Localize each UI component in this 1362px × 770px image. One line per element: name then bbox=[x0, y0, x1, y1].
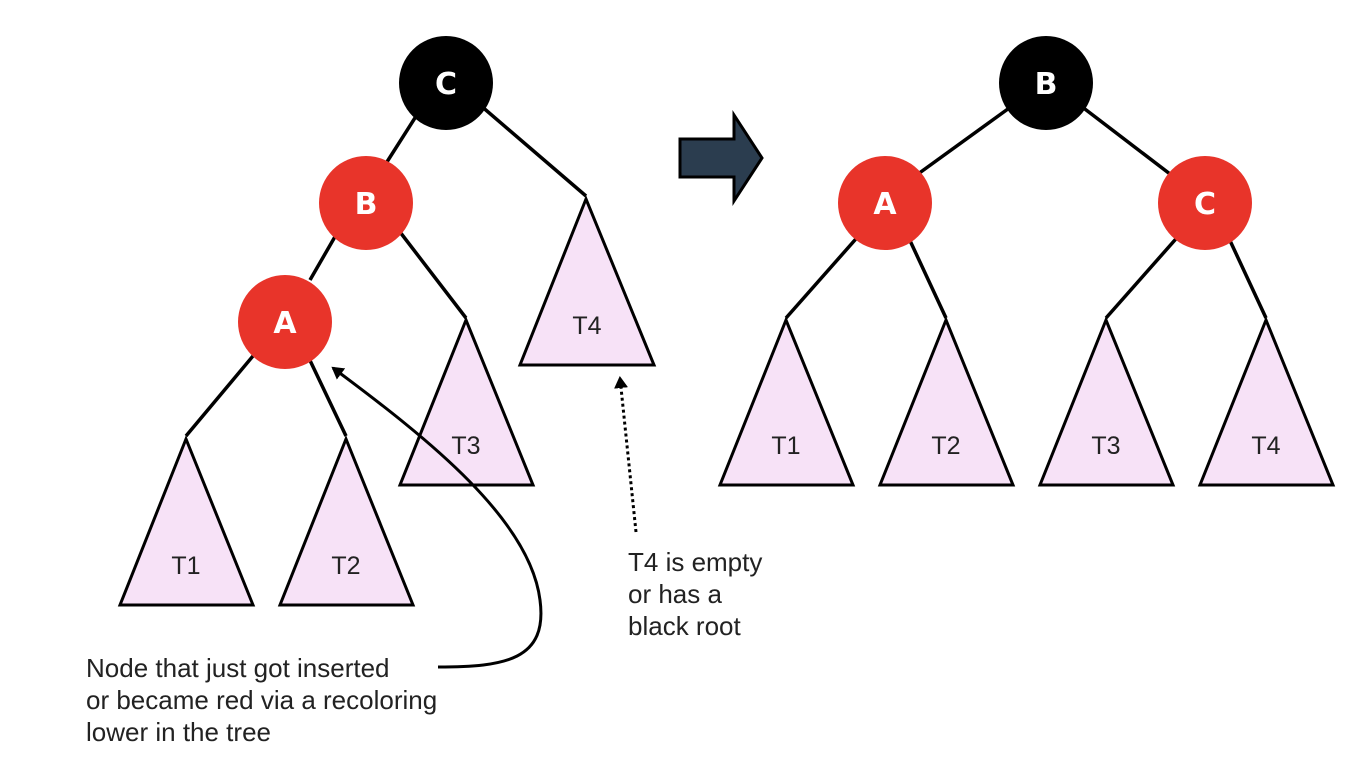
node-label: B bbox=[355, 187, 378, 222]
subtree-t1: T1 bbox=[117, 434, 256, 607]
subtree-t3: T3 bbox=[397, 315, 536, 487]
after-tree: T1 T2 T3 T4 B A C bbox=[717, 36, 1336, 487]
node-c-black: C bbox=[399, 36, 493, 130]
node-b-black: B bbox=[999, 36, 1093, 130]
node-a-red: A bbox=[838, 156, 932, 250]
subtree-label: T2 bbox=[931, 432, 960, 460]
subtree-label: T1 bbox=[171, 552, 200, 580]
subtree-t3: T3 bbox=[1037, 315, 1176, 487]
node-label: C bbox=[435, 67, 457, 102]
subtree-t4: T4 bbox=[517, 194, 657, 367]
inserted-node-note: Node that just got inserted or became re… bbox=[86, 653, 438, 747]
right-arrow-icon bbox=[678, 109, 764, 207]
edge-c-b bbox=[383, 109, 422, 166]
edge-b-a bbox=[916, 104, 1014, 176]
subtree-label: T3 bbox=[451, 432, 480, 460]
node-label: C bbox=[1194, 187, 1216, 222]
edge-c-t4 bbox=[478, 103, 588, 198]
subtree-label: T1 bbox=[771, 432, 800, 460]
node-label: A bbox=[873, 187, 897, 222]
edge-b-c bbox=[1075, 101, 1172, 176]
node-c-red: C bbox=[1158, 156, 1252, 250]
edge-a-t1 bbox=[784, 230, 864, 320]
subtree-label: T3 bbox=[1091, 432, 1120, 460]
subtree-label: T4 bbox=[572, 312, 601, 340]
subtree-t2: T2 bbox=[277, 434, 416, 607]
subtree-label: T2 bbox=[331, 552, 360, 580]
edge-b-t3 bbox=[398, 230, 468, 320]
edge-a-t2 bbox=[304, 351, 348, 437]
edge-c-t3 bbox=[1104, 230, 1184, 320]
t4-pointer-arrow bbox=[614, 376, 638, 533]
subtree-label: T4 bbox=[1251, 432, 1280, 460]
edge-a-t2 bbox=[904, 231, 948, 319]
inserted-node-pointer-arrow bbox=[331, 366, 543, 669]
t4-note: T4 is empty or has a black root bbox=[628, 547, 763, 641]
before-tree: T4 T3 T1 T2 C B A bbox=[117, 36, 657, 669]
node-a-red: A bbox=[238, 275, 332, 369]
node-label: A bbox=[273, 306, 297, 341]
edge-a-t1 bbox=[184, 348, 260, 438]
subtree-t1: T1 bbox=[717, 315, 856, 487]
node-label: B bbox=[1035, 67, 1058, 102]
node-b-red: B bbox=[319, 156, 413, 250]
subtree-t4: T4 bbox=[1197, 315, 1336, 487]
subtree-t2: T2 bbox=[877, 315, 1016, 487]
edge-c-t4 bbox=[1224, 231, 1268, 319]
